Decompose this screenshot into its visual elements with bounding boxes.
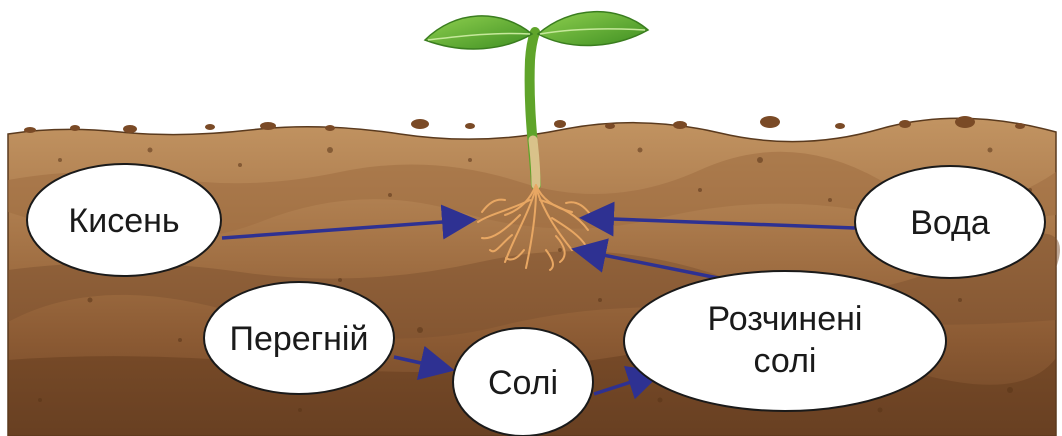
node-oxygen: Кисень [27,164,221,276]
node-water-label: Вода [910,204,990,242]
node-water: Вода [855,166,1045,278]
node-humus-label: Перегній [230,320,369,358]
node-salts: Солі [453,328,593,436]
node-dissolved-salts: Розчинені солі [624,271,946,411]
stem-base [533,140,536,185]
node-humus: Перегній [204,282,394,394]
node-dissolved-salts-label-line1: Розчинені [708,300,863,338]
node-salts-label: Солі [488,364,558,402]
left-leaf [425,16,532,49]
node-dissolved-salts-label-line2: солі [754,342,817,380]
node-oxygen-label: Кисень [68,202,179,240]
